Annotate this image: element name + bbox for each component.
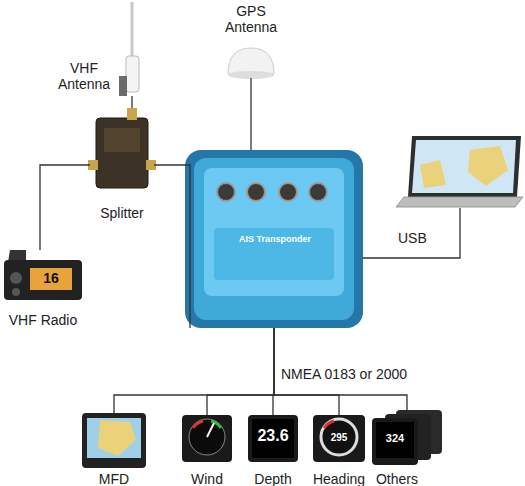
cable-line: [207, 328, 274, 415]
cable-connector: [132, 96, 133, 108]
cable-line: [114, 328, 274, 413]
heading-arc: [324, 421, 334, 428]
device-caption: GPS Antenna: [218, 3, 284, 35]
heading-body: [313, 415, 365, 462]
device-caption: Depth: [233, 471, 313, 486]
device-caption: Others: [362, 471, 432, 486]
laptop-map-land: [420, 160, 446, 188]
heading-dial: [321, 419, 357, 455]
cable-line: [274, 328, 407, 410]
radio-screen: [30, 268, 72, 290]
bus-label: NMEA 0183 or 2000: [281, 366, 407, 382]
mfd-map-land: [98, 420, 136, 456]
cable-connector: [207, 328, 274, 415]
other-instruments: Others: [372, 410, 442, 465]
gps-dome: [228, 48, 274, 74]
antenna-base: [126, 56, 139, 92]
wind-instrument: Wind: [182, 415, 232, 462]
cable-connector: [40, 165, 90, 250]
device-caption: MFD: [67, 471, 161, 486]
splitter-body: [96, 118, 148, 188]
radio-knob: [10, 272, 22, 284]
cable-connector: [114, 328, 274, 413]
radio-body: [4, 260, 82, 300]
ais-transponder: AIS Transponder: [185, 150, 363, 328]
vhf-antenna: VHF Antenna: [120, 58, 144, 96]
depth-readout: 23.6: [252, 427, 294, 445]
cable-connector: [274, 328, 407, 410]
others-screen: [376, 422, 414, 458]
heading-readout: 295: [323, 432, 355, 444]
others-body-front: [372, 418, 418, 465]
transponder-body: [194, 158, 354, 320]
cable-line: [250, 78, 251, 150]
transponder-flange: [185, 150, 363, 328]
wind-arc: [193, 421, 203, 428]
cable-connector: [251, 78, 252, 150]
wind-body: [182, 415, 232, 462]
transponder-port: [247, 183, 265, 201]
mfd-body: [82, 413, 146, 468]
wind-dial: [189, 419, 225, 455]
transponder-face: [204, 168, 344, 296]
depth-body: [248, 415, 298, 462]
gps-base: [228, 71, 274, 79]
cable-connector: [154, 165, 190, 328]
vhf-radio: VHF Radio: [2, 250, 84, 302]
cable-line: [40, 165, 90, 250]
device-caption: VHF Radio: [0, 312, 88, 328]
channel-readout: 16: [33, 270, 69, 286]
radio-knob: [12, 288, 20, 296]
wind-needle: [207, 423, 214, 437]
device-caption: Splitter: [80, 205, 164, 221]
cable-line: [154, 165, 190, 328]
device-caption: VHF Antenna: [53, 60, 115, 92]
laptop-map-land: [468, 146, 508, 186]
connection-label: USB: [398, 230, 427, 246]
splitter-connector: [127, 108, 137, 120]
antenna-bracket: [119, 76, 127, 96]
depth-screen: [252, 419, 294, 458]
splitter-label: [104, 128, 140, 152]
transponder-panel: [214, 228, 334, 280]
laptop-screen: [412, 140, 516, 193]
usb-wire: [363, 208, 460, 258]
device-caption: AIS Transponder: [225, 234, 325, 245]
transponder-port: [217, 183, 235, 201]
device-caption: Wind: [167, 471, 247, 486]
antenna-whip: [131, 2, 134, 60]
transponder-port: [279, 183, 297, 201]
mfd-screen: [87, 418, 141, 458]
gps-antenna: GPS Antenna: [228, 48, 274, 78]
cable-line: [131, 96, 132, 108]
transponder-port: [309, 183, 327, 201]
instrument-readout: 324: [376, 432, 414, 445]
mfd: MFD: [82, 413, 146, 468]
device-caption: Heading: [298, 471, 380, 486]
laptop-lid: [408, 136, 521, 197]
splitter: Splitter: [90, 108, 154, 192]
laptop-base: [396, 197, 523, 207]
